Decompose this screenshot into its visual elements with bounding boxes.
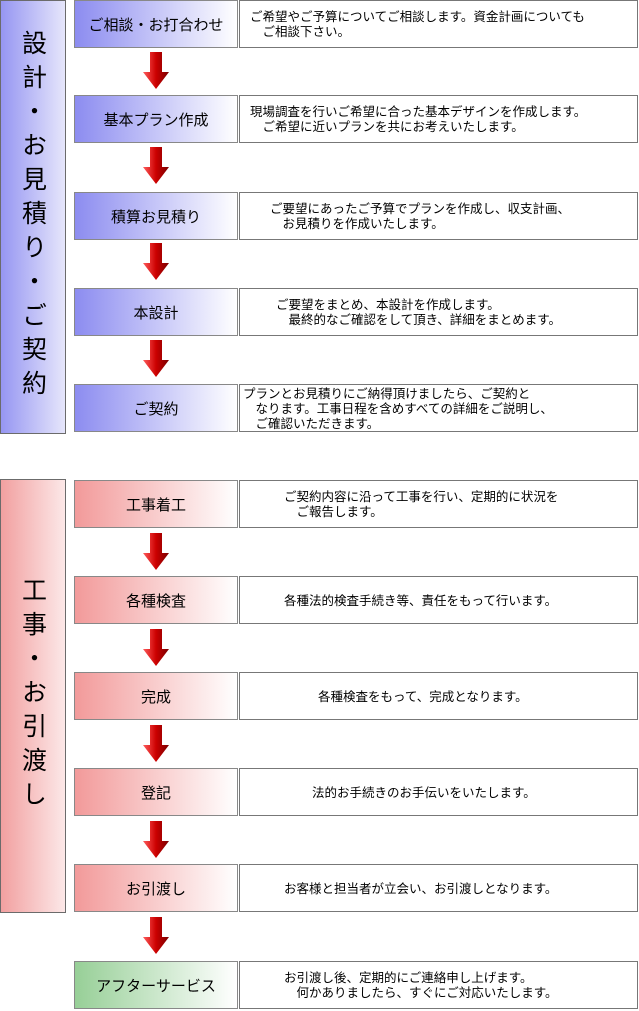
step-label: 基本プラン作成: [103, 110, 209, 129]
down-arrow-icon: [143, 821, 169, 858]
down-arrow-icon: [143, 629, 169, 666]
step-description-box: 法的お手続きのお手伝いをいたします。: [239, 768, 638, 816]
step-description: お客様と担当者が立会い、お引渡しとなります。: [284, 880, 558, 896]
step-description: 各種法的検査手続き等、責任をもって行います。: [284, 592, 558, 608]
step-description: ご契約内容に沿って工事を行い、定期的に状況を ご報告します。: [284, 489, 559, 519]
step-label: 積算お見積り: [110, 207, 201, 226]
step-box: 完成: [74, 672, 238, 720]
phase-label: 工事・お引渡し: [18, 577, 48, 815]
step-description: プランとお見積りにご納得頂けましたら、ご契約と なります。工事日程を含めすべての…: [243, 385, 553, 431]
step-box: アフターサービス: [74, 961, 238, 1009]
step-label: 登記: [140, 783, 171, 802]
step-box: 工事着工: [74, 480, 238, 528]
down-arrow-icon: [143, 243, 169, 280]
step-box: 本設計: [74, 288, 238, 336]
step-description-box: ご契約内容に沿って工事を行い、定期的に状況を ご報告します。: [239, 480, 638, 528]
step-description-box: プランとお見積りにご納得頂けましたら、ご契約と なります。工事日程を含めすべての…: [239, 384, 638, 432]
down-arrow-icon: [143, 147, 169, 184]
step-label: ご相談・お打合わせ: [88, 15, 224, 34]
step-description-box: 各種検査をもって、完成となります。: [239, 672, 638, 720]
step-label: お引渡し: [125, 879, 186, 898]
step-description: 各種検査をもって、完成となります。: [318, 688, 528, 704]
step-box: 基本プラン作成: [74, 95, 238, 143]
step-label: 各種検査: [125, 591, 186, 610]
step-description-box: お客様と担当者が立会い、お引渡しとなります。: [239, 864, 638, 912]
step-description: お引渡し後、定期的にご連絡申し上げます。 何かありましたら、すぐにご対応いたしま…: [284, 970, 558, 1000]
step-label: アフターサービス: [96, 976, 216, 995]
step-description-box: 各種法的検査手続き等、責任をもって行います。: [239, 576, 638, 624]
step-description-box: 現場調査を行いご希望に合った基本デザインを作成します。 ご希望に近いプランを共に…: [239, 95, 638, 143]
step-description: ご要望をまとめ、本設計を作成します。 最終的なご確認をして頂き、詳細をまとめます…: [276, 297, 562, 327]
phase-construction-handover: 工事・お引渡し: [0, 479, 66, 913]
step-box: 各種検査: [74, 576, 238, 624]
step-description: ご要望にあったご予算でプランを作成し、収支計画、 お見積りを作成いたします。: [270, 201, 571, 231]
down-arrow-icon: [143, 725, 169, 762]
step-description-box: お引渡し後、定期的にご連絡申し上げます。 何かありましたら、すぐにご対応いたしま…: [239, 961, 638, 1009]
step-description: 現場調査を行いご希望に合った基本デザインを作成します。 ご希望に近いプランを共に…: [250, 104, 587, 134]
step-description: ご希望やご予算についてご相談します。資金計画についても ご相談下さい。: [250, 9, 585, 39]
phase-label: 設計・お見積り・ご契約: [18, 30, 48, 404]
down-arrow-icon: [143, 533, 169, 570]
step-box: お引渡し: [74, 864, 238, 912]
phase-design-estimate-contract: 設計・お見積り・ご契約: [0, 0, 66, 434]
step-box: 積算お見積り: [74, 192, 238, 240]
step-description: 法的お手続きのお手伝いをいたします。: [312, 784, 536, 800]
step-box: 登記: [74, 768, 238, 816]
step-label: ご契約: [133, 399, 179, 418]
step-label: 本設計: [133, 303, 179, 322]
step-box: ご契約: [74, 384, 238, 432]
down-arrow-icon: [143, 52, 169, 89]
step-box: ご相談・お打合わせ: [74, 0, 238, 48]
step-description-box: ご要望にあったご予算でプランを作成し、収支計画、 お見積りを作成いたします。: [239, 192, 638, 240]
down-arrow-icon: [143, 917, 169, 954]
step-label: 工事着工: [125, 495, 186, 514]
step-description-box: ご希望やご予算についてご相談します。資金計画についても ご相談下さい。: [239, 0, 638, 48]
down-arrow-icon: [143, 340, 169, 377]
step-description-box: ご要望をまとめ、本設計を作成します。 最終的なご確認をして頂き、詳細をまとめます…: [239, 288, 638, 336]
step-label: 完成: [140, 687, 171, 706]
